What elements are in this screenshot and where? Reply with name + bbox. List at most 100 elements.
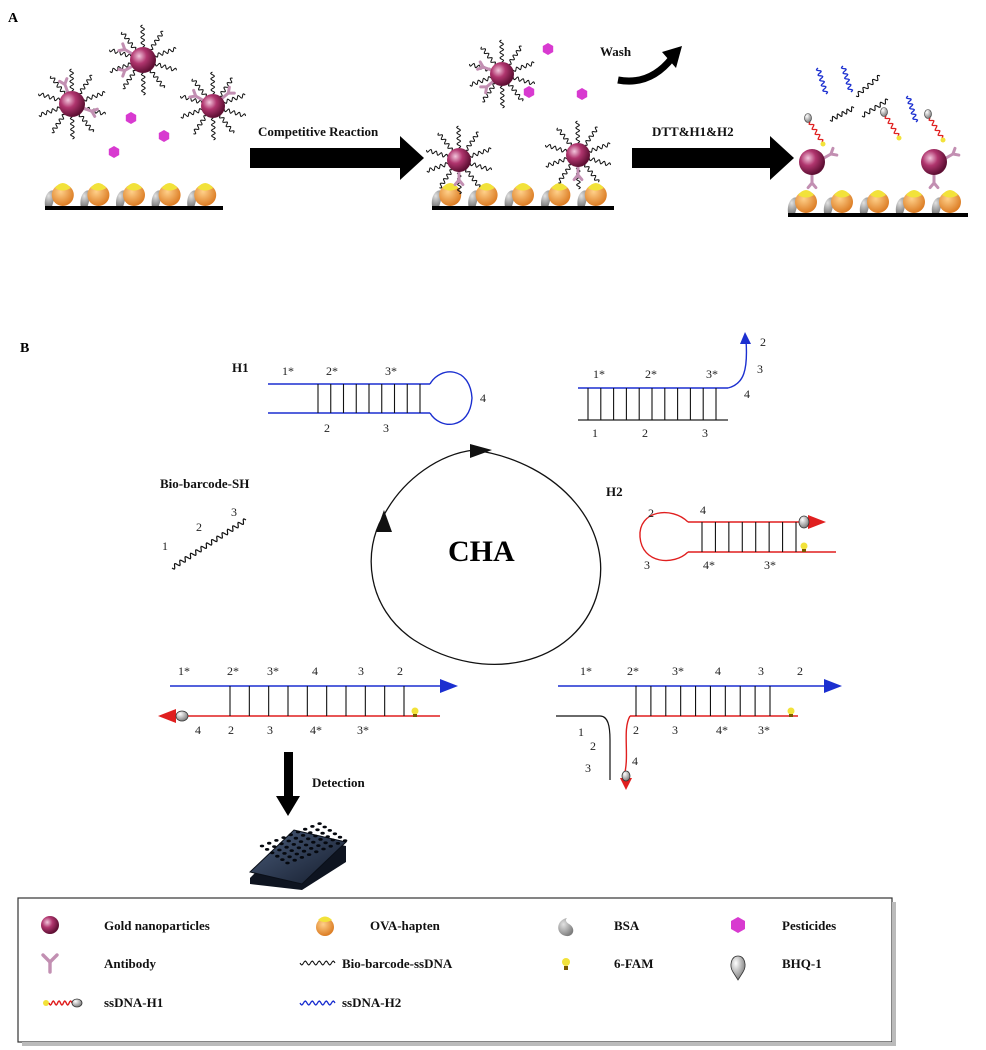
hapten [54, 183, 71, 191]
ssdna-strand [456, 125, 462, 149]
ssdna-strand [38, 106, 61, 118]
ssdna-strand [482, 83, 496, 103]
ssdna-strand [140, 72, 146, 96]
bio-barcode-sh-title: Bio-barcode-SH [160, 476, 249, 491]
gold-nanoparticle [59, 91, 85, 117]
ova-hapten [584, 184, 607, 206]
ssdna-strand [470, 162, 492, 172]
ssdna-strand [191, 78, 207, 97]
right-side-2: 2 [590, 739, 596, 753]
ssdna-strand [83, 90, 106, 102]
ssdna-strand [109, 48, 132, 58]
ova-hapten [795, 191, 817, 213]
barcode-num-2: 2 [196, 520, 202, 534]
ova-hapten-icon [316, 916, 334, 936]
released-strand [855, 74, 881, 98]
competitive-reaction-label: Competitive Reaction [258, 124, 379, 139]
wash-label: Wash [600, 44, 632, 59]
barcode-num-3: 3 [231, 505, 237, 519]
plate-well [327, 829, 332, 832]
h1-strand [884, 115, 900, 137]
h2-hairpin: H2 4 2 3 4* 3* [606, 484, 836, 572]
ova-hapten [939, 191, 961, 213]
hapten [798, 190, 814, 198]
left-top-2: 3* [267, 664, 279, 678]
plate-well [280, 858, 285, 861]
ssdna-strand [513, 76, 535, 86]
plate-well [281, 836, 286, 839]
ova-hapten [867, 191, 889, 213]
right-side-4: 4 [632, 754, 638, 768]
substrate [432, 206, 614, 210]
ssdna-strand [575, 120, 581, 144]
nanoprobe [38, 68, 106, 140]
plate-well [274, 839, 279, 842]
plate-well [311, 840, 316, 844]
ssdna-strand [150, 30, 164, 51]
plate-well [286, 839, 291, 843]
ssdna-h1-icon [43, 998, 83, 1008]
ssdna-strand [584, 126, 598, 146]
nanoprobe [180, 71, 246, 141]
ssdna-strand [470, 147, 492, 159]
detection-arrow [276, 752, 300, 816]
h1-top-2: 3* [385, 364, 397, 378]
dup-top-2: 3* [706, 367, 718, 381]
legend-antibody: Antibody [104, 956, 157, 971]
dup-bottom-2: 3 [702, 426, 708, 440]
ssdna-strand [426, 148, 448, 158]
h2-bottom-3s: 3* [764, 558, 776, 572]
antibody-arm [90, 107, 99, 113]
microplate-icon [248, 822, 348, 890]
gold-nanoparticle-icon [41, 916, 59, 934]
ssdna-strand [584, 164, 600, 183]
ova-hapten [512, 184, 534, 206]
hapten [197, 183, 214, 191]
cha-label: CHA [448, 535, 515, 568]
plate-well [296, 846, 302, 850]
h1-bottom-1: 3 [383, 421, 389, 435]
hapten [126, 183, 142, 191]
plate-well [335, 842, 341, 845]
plate-well [272, 845, 277, 848]
ssdna-strand [219, 77, 233, 97]
ssdna-strand [69, 68, 75, 92]
antibody-arm [576, 173, 584, 182]
legend-bsa: BSA [614, 918, 640, 933]
right-top-0: 1* [580, 664, 592, 678]
plate-well [321, 847, 326, 851]
plate-well [315, 828, 320, 832]
ova-hapten [548, 184, 571, 206]
gold-nanoparticle [566, 143, 590, 167]
plate-well [313, 834, 318, 838]
ssdna-strand [109, 62, 132, 74]
antibody-arm [951, 146, 957, 156]
legend-bhq: BHQ-1 [782, 956, 822, 971]
gold-nanoparticle [201, 94, 225, 118]
dup-top-1: 2* [645, 367, 657, 381]
plate-well [277, 848, 282, 852]
ssdna-strand [154, 46, 177, 58]
plate-well [289, 849, 294, 852]
ova-hapten [903, 191, 925, 213]
fam-label [820, 141, 826, 147]
h1-loop: 4 [480, 391, 486, 405]
nanoprobe [545, 120, 611, 190]
plate-well [287, 855, 292, 859]
plate-well [284, 845, 289, 849]
panel-a-label: A [8, 11, 19, 26]
h2-top-4: 4 [700, 503, 706, 517]
ssdna-strand [210, 117, 216, 141]
ssdna-strand [210, 71, 216, 95]
sensor-surfaces [44, 183, 968, 217]
gold-nanoparticle [799, 149, 825, 175]
left-top-1: 2* [227, 664, 239, 678]
bio-barcode-ssdna-icon [299, 960, 336, 966]
antibody-arm [226, 85, 231, 95]
competitive-reaction-arrow [250, 136, 424, 180]
h2-bottom-4s: 4* [703, 558, 715, 572]
ssdna-strand [545, 156, 567, 168]
right-bottom-1: 3 [672, 723, 678, 737]
panel-b-label: B [20, 341, 29, 356]
bhq-icon [730, 955, 746, 981]
